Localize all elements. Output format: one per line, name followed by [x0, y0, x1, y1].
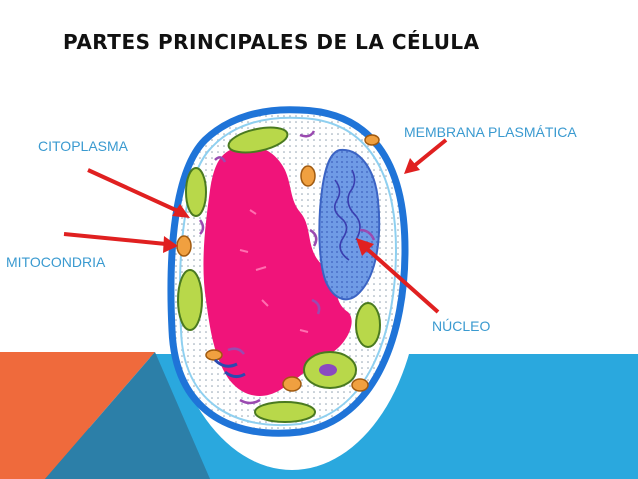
chromatin — [333, 169, 361, 261]
slide-title: PARTES PRINCIPALES DE LA CÉLULA — [63, 30, 480, 54]
arrow-citoplasma-head — [172, 204, 190, 218]
label-citoplasma: CITOPLASMA — [38, 138, 128, 154]
label-mitocondria: MITOCONDRIA — [6, 254, 106, 270]
mitochondria-3 — [351, 378, 369, 392]
mitochondria-5 — [364, 134, 380, 146]
reticulum — [198, 130, 376, 405]
cytoplasm-mass — [203, 146, 352, 397]
arrow-citoplasma — [87, 168, 181, 214]
mitochondria-4 — [300, 165, 316, 187]
organelle-green-3 — [177, 269, 203, 331]
arrow-mitocondria — [63, 232, 167, 246]
arrow-membrana — [412, 138, 448, 168]
organelle-green-2 — [185, 167, 207, 217]
mitochondria-2 — [282, 376, 302, 392]
organelle-green-6 — [355, 302, 381, 348]
arrows — [63, 138, 448, 314]
organelle-purple-center — [319, 364, 337, 376]
label-nucleo: NÚCLEO — [432, 318, 491, 334]
organelle-green-1 — [227, 126, 289, 154]
label-membrana: MEMBRANA PLASMÁTICA — [404, 124, 577, 140]
cell-membrane-inner — [178, 116, 398, 426]
arrow-mitocondria-head — [163, 236, 178, 253]
accent-blue-overlap — [45, 352, 210, 479]
arrow-membrana-head — [404, 158, 420, 174]
mitochondria-1 — [176, 235, 192, 257]
organelle-green-5 — [254, 401, 316, 423]
cytoplasm-texture — [239, 209, 309, 333]
reticulum-dark — [213, 358, 246, 379]
arrow-nucleo — [364, 246, 440, 314]
arrow-nucleo-head — [356, 238, 374, 256]
mitochondria-6 — [205, 349, 223, 361]
nucleus — [318, 148, 381, 301]
accent-orange-wedge — [0, 352, 155, 479]
